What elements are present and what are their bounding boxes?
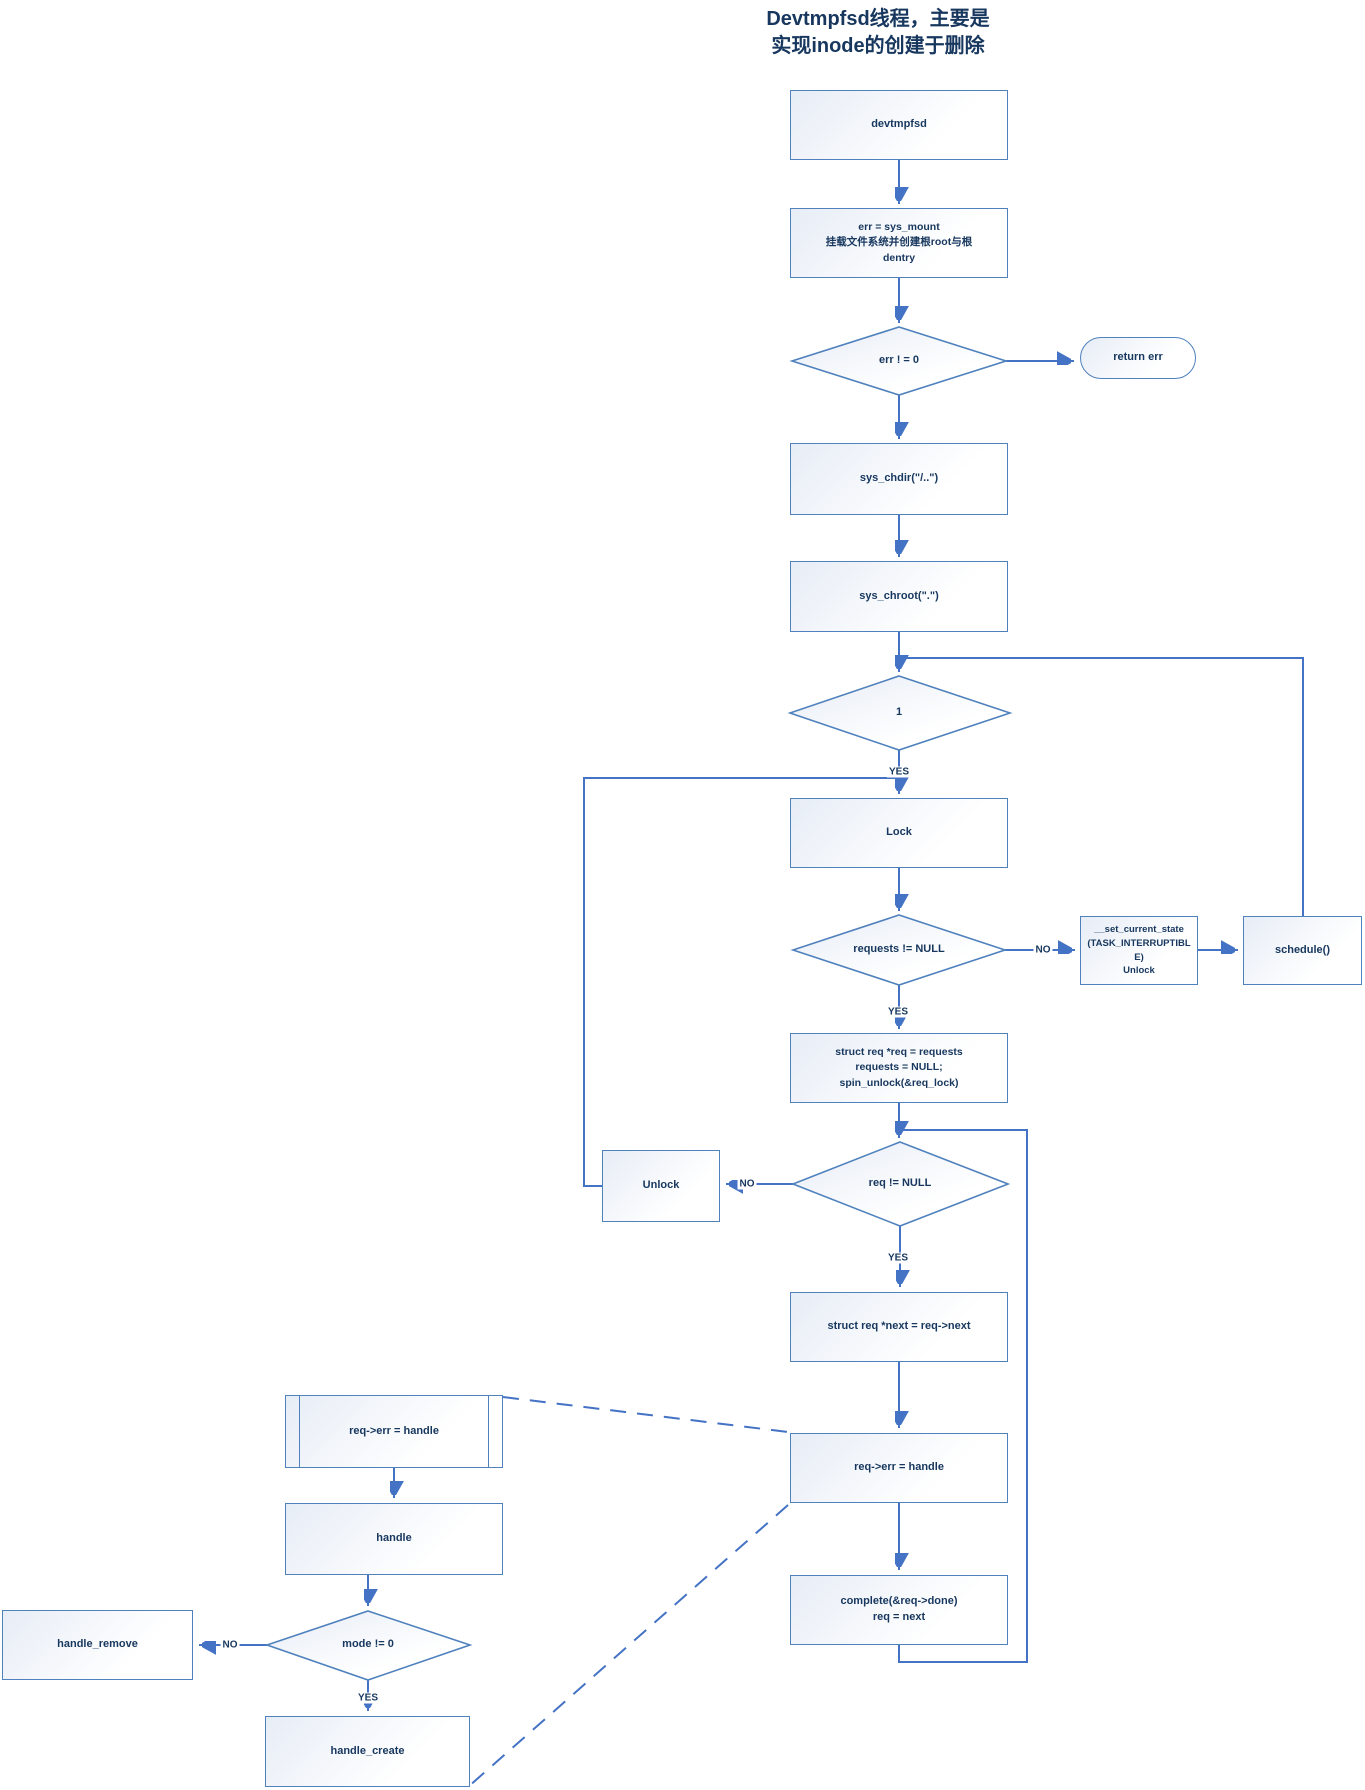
node-return-err: return err xyxy=(1080,337,1196,379)
node-unlock-label: Unlock xyxy=(642,1179,680,1192)
node-sub-req-err-handle: req->err = handle xyxy=(285,1395,503,1468)
node-get-requests-line2: requests = NULL; xyxy=(855,1061,943,1074)
edge-label-no-requests: NO xyxy=(1033,944,1053,956)
callout-dash-bottom xyxy=(467,1504,789,1788)
node-complete-line2: req = next xyxy=(872,1611,926,1623)
decision-req-not-null-label: req != NULL xyxy=(868,1177,932,1190)
node-sys-chroot: sys_chroot(".") xyxy=(790,561,1008,632)
decision-mode-not-zero xyxy=(264,1610,473,1681)
node-unlock: Unlock xyxy=(602,1150,720,1222)
decision-mode-not-zero-label: mode != 0 xyxy=(342,1638,394,1651)
node-get-next-label: struct req *next = req->next xyxy=(827,1320,971,1333)
edge-label-no-req: NO xyxy=(737,1178,757,1190)
diagram-title-line1: Devtmpfsd线程，主要是 xyxy=(766,8,990,30)
decision-loop-1-label: 1 xyxy=(895,706,903,719)
node-handle-remove: handle_remove xyxy=(2,1610,193,1680)
edge-complete-loopback xyxy=(898,1129,1028,1663)
node-sys-chroot-label: sys_chroot(".") xyxy=(859,589,939,602)
node-lock-label: Lock xyxy=(886,826,912,839)
node-set-current-state-line1: __set_current_state xyxy=(1094,923,1184,935)
node-sys-mount: err = sys_mount 挂载文件系统并创建根root与根 dentry xyxy=(790,208,1008,278)
node-sys-mount-line1: err = sys_mount xyxy=(858,221,940,234)
node-req-err-handle-label: req->err = handle xyxy=(854,1461,944,1474)
edge-unlock-loopback xyxy=(583,777,899,1187)
node-devtmpfsd: devtmpfsd xyxy=(790,90,1008,160)
edge-label-no-mode: NO xyxy=(220,1639,240,1651)
decision-loop-1 xyxy=(787,675,1013,751)
node-handle-create-label: handle_create xyxy=(330,1744,405,1757)
decision-requests-not-null xyxy=(790,914,1008,986)
decision-err-not-zero-label: err ! = 0 xyxy=(878,354,920,367)
callout-dash-top xyxy=(502,1396,789,1433)
node-get-requests-line3: spin_unlock(&req_lock) xyxy=(839,1076,959,1089)
node-sys-mount-line2: 挂载文件系统并创建根root与根 xyxy=(825,236,973,249)
node-sys-chdir: sys_chdir("/..") xyxy=(790,443,1008,515)
node-devtmpfsd-label: devtmpfsd xyxy=(871,118,927,131)
node-set-current-state-line3: Unlock xyxy=(1123,965,1155,977)
predefined-process-bar-right xyxy=(488,1396,489,1467)
node-return-err-label: return err xyxy=(1113,351,1163,364)
edge-label-yes-mode: YES xyxy=(355,1692,381,1704)
decision-req-not-null xyxy=(790,1141,1011,1227)
node-sys-chdir-label: sys_chdir("/..") xyxy=(859,472,939,485)
node-handle-create: handle_create xyxy=(265,1716,470,1787)
node-get-next: struct req *next = req->next xyxy=(790,1292,1008,1362)
diagram-title: Devtmpfsd线程，主要是 实现inode的创建于删除 xyxy=(766,6,989,60)
node-set-current-state-line2: (TASK_INTERRUPTIBLE) xyxy=(1087,937,1191,963)
node-schedule: schedule() xyxy=(1243,916,1362,985)
decision-err-not-zero xyxy=(789,326,1009,396)
node-sys-mount-line3: dentry xyxy=(882,251,916,264)
node-get-requests-line1: struct req *req = requests xyxy=(835,1046,963,1059)
node-req-err-handle: req->err = handle xyxy=(790,1433,1008,1503)
edge-schedule-loopback xyxy=(899,657,1304,916)
node-sub-req-err-handle-label: req->err = handle xyxy=(349,1424,439,1437)
node-handle: handle xyxy=(285,1503,503,1575)
edge-label-yes-requests: YES xyxy=(885,1006,911,1018)
edge-label-yes-req: YES xyxy=(885,1252,911,1264)
node-complete-line1: complete(&req->done) xyxy=(840,1595,958,1608)
edge-label-yes-loop1: YES xyxy=(886,766,912,778)
predefined-process-bar-left xyxy=(299,1396,300,1467)
node-lock: Lock xyxy=(790,798,1008,868)
node-set-current-state: __set_current_state (TASK_INTERRUPTIBLE)… xyxy=(1080,916,1198,985)
node-handle-label: handle xyxy=(376,1532,412,1545)
diagram-title-line2: 实现inode的创建于删除 xyxy=(771,35,985,57)
node-handle-remove-label: handle_remove xyxy=(57,1638,138,1651)
node-schedule-label: schedule() xyxy=(1274,943,1330,956)
decision-requests-not-null-label: requests != NULL xyxy=(853,943,945,956)
node-complete: complete(&req->done) req = next xyxy=(790,1575,1008,1645)
node-get-requests: struct req *req = requests requests = NU… xyxy=(790,1033,1008,1103)
